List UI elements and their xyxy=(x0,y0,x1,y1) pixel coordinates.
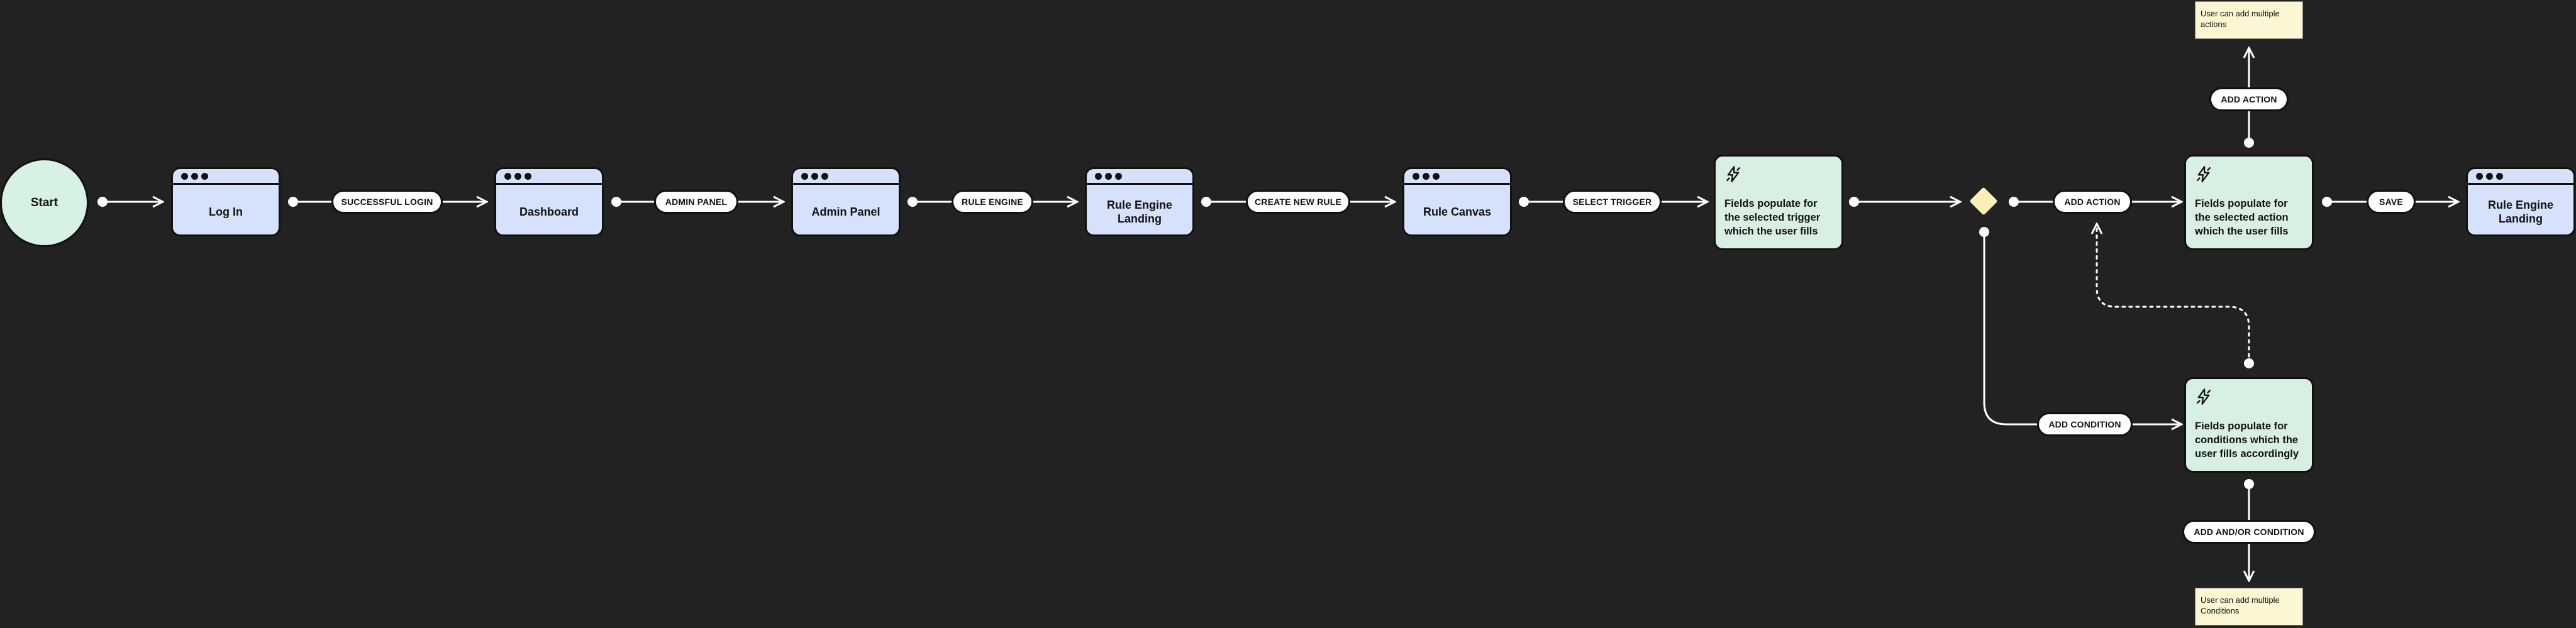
window-dots-icon xyxy=(2468,169,2573,185)
edge-dot xyxy=(288,197,298,207)
screen-label: Log In xyxy=(209,205,243,218)
action-text: Fields populate for the selected trigger… xyxy=(1724,198,1821,237)
screen-label: Rule Engine Landing xyxy=(2487,198,2553,225)
screen-label: Rule Engine Landing xyxy=(1106,198,1172,225)
edge-condition-add-action-dotted xyxy=(2097,224,2250,365)
edge-label-add-and-or-condition[interactable]: ADD AND/OR CONDITION xyxy=(2182,520,2316,544)
screen-login[interactable]: Log In xyxy=(171,167,280,236)
window-dots-icon xyxy=(496,169,602,185)
edge-dot xyxy=(1849,197,1859,207)
screen-label: Dashboard xyxy=(519,205,579,218)
edge-dot xyxy=(2244,479,2254,489)
note-multiple-conditions: User can add multiple Conditions xyxy=(2195,588,2303,625)
action-condition-fields[interactable]: Fields populate for conditions which the… xyxy=(2184,377,2314,473)
edge-dot xyxy=(2244,138,2254,148)
screen-label: Rule Canvas xyxy=(1423,205,1492,218)
screen-rule-canvas[interactable]: Rule Canvas xyxy=(1402,167,1512,236)
edge-label-select-trigger[interactable]: SELECT TRIGGER xyxy=(1563,190,1662,214)
lightning-bolt-icon xyxy=(2196,388,2211,405)
screen-admin-panel[interactable]: Admin Panel xyxy=(791,167,901,236)
screen-label: Admin Panel xyxy=(811,205,880,218)
edge-dot xyxy=(2322,197,2332,207)
edge-label-add-action[interactable]: ADD ACTION xyxy=(2053,190,2132,214)
lightning-bolt-icon xyxy=(2196,166,2211,182)
start-label: Start xyxy=(30,196,58,209)
action-text: Fields populate for the selected action … xyxy=(2195,198,2289,237)
edge-label-add-condition[interactable]: ADD CONDITION xyxy=(2037,412,2133,436)
start-node[interactable]: Start xyxy=(0,158,89,247)
edge-label-admin-panel[interactable]: ADMIN PANEL xyxy=(654,190,738,214)
lightning-bolt-icon xyxy=(1726,166,1741,182)
edge-label-create-new-rule[interactable]: CREATE NEW RULE xyxy=(1246,190,1350,214)
edge-label-rule-engine[interactable]: RULE ENGINE xyxy=(952,190,1033,214)
edge-dot xyxy=(2009,197,2019,207)
edge-decision-condition xyxy=(1983,232,2182,424)
note-multiple-actions: User can add multiple actions xyxy=(2195,1,2303,39)
window-dots-icon xyxy=(1087,169,1192,185)
window-dots-icon xyxy=(1404,169,1510,185)
screen-dashboard[interactable]: Dashboard xyxy=(494,167,604,236)
edge-dot xyxy=(1201,197,1211,207)
action-action-fields[interactable]: Fields populate for the selected action … xyxy=(2184,155,2314,250)
edge-label-successful-login[interactable]: SUCCESSFUL LOGIN xyxy=(331,190,443,214)
screen-rule-engine-landing-final[interactable]: Rule Engine Landing xyxy=(2466,167,2575,236)
edge-dot xyxy=(2244,358,2254,368)
edge-dot xyxy=(1979,227,1989,237)
window-dots-icon xyxy=(173,169,279,185)
edge-dot xyxy=(97,197,108,207)
action-text: Fields populate for conditions which the… xyxy=(2195,421,2299,460)
screen-rule-engine-landing[interactable]: Rule Engine Landing xyxy=(1085,167,1194,236)
window-dots-icon xyxy=(793,169,899,185)
action-trigger-fields[interactable]: Fields populate for the selected trigger… xyxy=(1714,155,1843,250)
edge-dot xyxy=(1519,197,1529,207)
edge-label-add-action-top[interactable]: ADD ACTION xyxy=(2209,87,2289,111)
edge-label-save[interactable]: SAVE xyxy=(2367,190,2416,214)
edge-dot xyxy=(611,197,621,207)
edge-dot xyxy=(908,197,918,207)
